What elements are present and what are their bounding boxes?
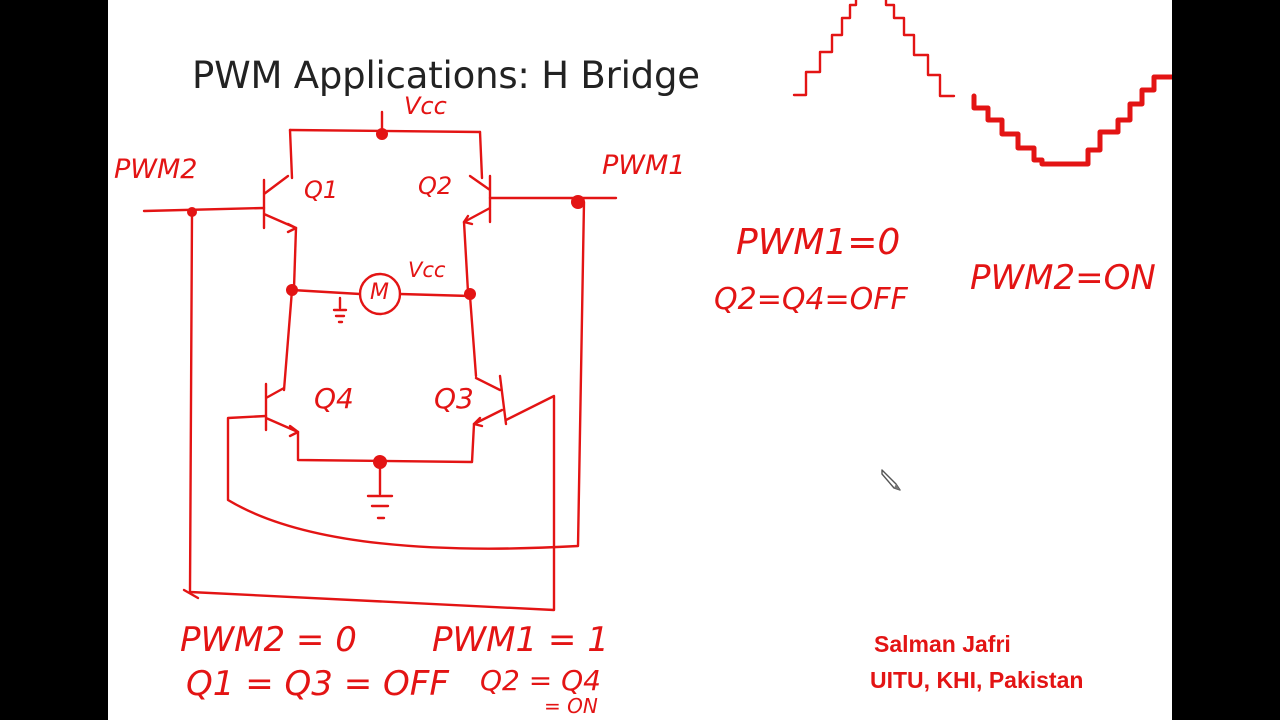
vcc-top-label: Vcc bbox=[404, 92, 447, 120]
note-pwm2-on: PWM2=ON bbox=[970, 258, 1156, 298]
bottom-on: = ON bbox=[544, 694, 598, 718]
q3-label: Q3 bbox=[434, 382, 474, 415]
motor-ground-mark bbox=[332, 296, 348, 324]
q4-label: Q4 bbox=[314, 382, 354, 415]
q3-symbol bbox=[472, 374, 508, 428]
q4-symbol bbox=[264, 382, 300, 438]
pwm2-label: PWM2 bbox=[114, 154, 198, 185]
vcc-node bbox=[376, 128, 388, 140]
bottom-q2-q4-on: Q2 = Q4 bbox=[480, 664, 601, 697]
waveform-thin bbox=[792, 0, 858, 97]
waveform-thick bbox=[971, 74, 1172, 167]
bottom-pwm1-1: PWM1 = 1 bbox=[432, 620, 609, 660]
note-q2-q4-off: Q2=Q4=OFF bbox=[714, 282, 908, 317]
note-pwm1-0: PWM1=0 bbox=[736, 222, 901, 263]
q1-symbol bbox=[262, 174, 298, 234]
slide-canvas: PWM Applications: H Bridge bbox=[108, 0, 1172, 720]
bottom-q1-q3-off: Q1 = Q3 = OFF bbox=[186, 664, 449, 704]
waveform-thin-right bbox=[884, 0, 956, 98]
author-credit: Salman Jafri bbox=[874, 631, 1011, 657]
pwm2-line bbox=[142, 206, 266, 213]
q2-symbol bbox=[462, 174, 492, 226]
q1-label: Q1 bbox=[304, 176, 339, 204]
pen-cursor-icon bbox=[881, 469, 901, 491]
bottom-pwm2-0: PWM2 = 0 bbox=[180, 620, 357, 660]
affiliation-credit: UITU, KHI, Pakistan bbox=[870, 667, 1084, 693]
motor-label: M bbox=[370, 280, 389, 305]
slide-title: PWM Applications: H Bridge bbox=[192, 54, 700, 97]
pwm1-label: PWM1 bbox=[602, 150, 686, 181]
pwm1-node bbox=[571, 195, 585, 209]
ground-symbol bbox=[366, 460, 394, 520]
vcc-mid-label: Vcc bbox=[408, 258, 446, 282]
q2-label: Q2 bbox=[418, 172, 453, 200]
hand-drawn-ink bbox=[142, 0, 1172, 612]
